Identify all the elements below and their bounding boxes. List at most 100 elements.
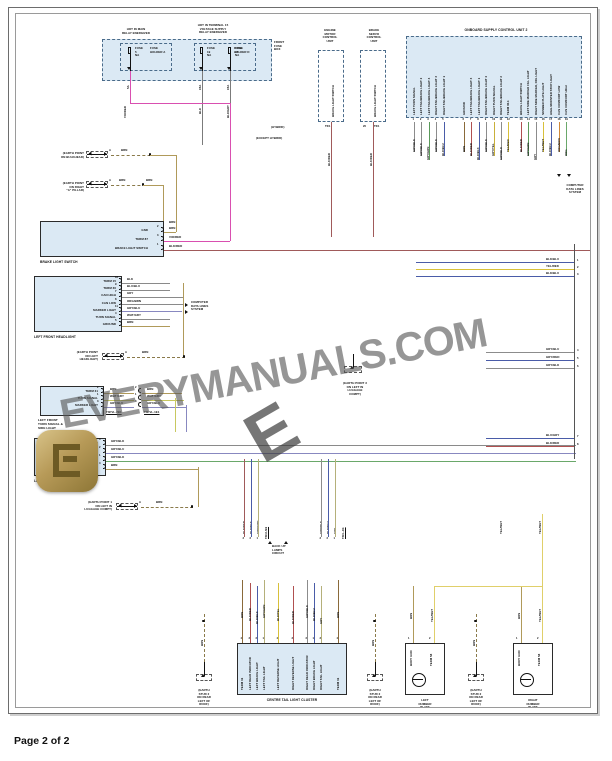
cu-pin-num-19: 19 bbox=[564, 118, 568, 121]
rec-wire-run-8 bbox=[486, 446, 574, 447]
mid-left-pin-1: 2 bbox=[249, 537, 252, 540]
cu-pin-wire-color-13: BLK/RED bbox=[518, 139, 523, 152]
cu-pin-label-8: LEFT TAIL/BRAKE LIGHT 1 bbox=[476, 77, 481, 115]
cu-pin-label-10: RIGHT TURN SIGNAL bbox=[491, 85, 496, 115]
left-front-turn-box bbox=[40, 386, 104, 416]
ltc-terminal-1 bbox=[103, 448, 106, 453]
fuse-holder-d bbox=[194, 43, 256, 71]
ctc-pin-wire-color-8: GRY bbox=[318, 617, 323, 624]
cu-pin-label-3: LEFT TAIL/BRAKE LIGHT 4 bbox=[426, 77, 431, 115]
earth-stud2-left-label: (EARTH STUD 2 ON REAR LEFT OF ROOF) bbox=[197, 688, 211, 707]
rec-wire-6: GRY/BLK bbox=[546, 363, 560, 367]
rec-wire-run-2 bbox=[416, 269, 574, 270]
cu-pin-wire-8 bbox=[478, 122, 480, 160]
lfh-wire-run-1 bbox=[122, 289, 170, 291]
fuse-19-wire-color: BLU bbox=[198, 108, 202, 114]
bls-row0-wire-run bbox=[164, 231, 176, 233]
cu-pin-wire-color-3: GRY/GRN bbox=[426, 146, 431, 160]
earth-stud2-centre-label: (EARTH STUD 2 ON REAR LEFT OF ROOF) bbox=[368, 688, 382, 707]
cu-pin-wire-12 bbox=[508, 122, 510, 152]
earth-stud2-left-wire-color: BRN bbox=[200, 639, 204, 646]
control-unit-title: ONBOARD SUPPLY CONTROL UNIT 2 bbox=[464, 28, 528, 32]
ctc-pin-wire-color-6: GRY/BLK bbox=[304, 605, 309, 618]
fuse-5-wire bbox=[129, 71, 131, 103]
earth-headlight-symbol bbox=[102, 353, 124, 360]
lfh-label-5: TURN SIGNAL bbox=[95, 315, 116, 319]
bls-row0-terminal bbox=[161, 227, 164, 232]
cu-pin-num-15: 15 bbox=[534, 118, 538, 121]
lft-pin2-0: 2 bbox=[135, 386, 137, 389]
left-np-wire1-color: YEL/WHT bbox=[430, 608, 434, 622]
except-hybrid-note: (EXCEPT HYBRID) bbox=[256, 136, 283, 140]
mid-left-rail-0 bbox=[244, 459, 245, 537]
right-edge-rail bbox=[573, 244, 575, 459]
lft-terminal-0 bbox=[101, 388, 104, 393]
cu-pin-num-11: 11 bbox=[499, 118, 503, 121]
left-tail-cluster-caption: LEFT TAIL LIGHT CLUSTER bbox=[34, 479, 79, 483]
ctc-pin-label-5: RIGHT REVERSE LIGHT bbox=[291, 656, 295, 690]
cu-pin-label-12: TERM 30.1 bbox=[506, 100, 511, 115]
earth-apillar-symbol bbox=[86, 181, 108, 188]
earth-bulkhead-bar bbox=[87, 154, 107, 156]
backup-lamps-arrow2-icon bbox=[284, 541, 288, 544]
ctc-pin-wire-1 bbox=[250, 583, 251, 643]
rec-pin-1: 1 bbox=[577, 259, 579, 262]
left-number-plate-light-box bbox=[405, 643, 445, 695]
cu-pin-wire-5 bbox=[443, 122, 445, 156]
ctc-pin-wire-7 bbox=[314, 583, 315, 643]
cu-pin-wire-11 bbox=[501, 122, 502, 160]
fuse-holder-a-label: FUSE HOLDER A bbox=[150, 46, 166, 54]
earth-luggage3-arrow-icon bbox=[350, 366, 355, 369]
lfh-wire-run-6 bbox=[122, 325, 170, 327]
cu-pin-wire-16 bbox=[543, 122, 544, 152]
mid-left-pin-2: 1 bbox=[256, 537, 259, 540]
right-np-wire0-color: BRN bbox=[517, 612, 521, 619]
cu-pin-wire-color-2: GRY/BLK bbox=[418, 143, 423, 156]
engine-motor-cu-wire-color: BLK/RED bbox=[327, 153, 331, 166]
ctc-pin-num-6: 2 bbox=[306, 637, 308, 640]
centre-tail-cluster-box bbox=[237, 643, 347, 695]
earth-apillar-pin: A bbox=[109, 179, 111, 182]
hybrid-note: (HYBRID) bbox=[271, 125, 285, 129]
cu-pin-wire-13 bbox=[521, 122, 522, 152]
left-front-turn-caption: LEFT FRONT TURN SIGNAL & SIDE LIGHT bbox=[38, 418, 63, 430]
lft-pin-2: 3 bbox=[97, 400, 99, 404]
lft-wire2-1: WHT/GRY bbox=[147, 394, 161, 399]
lfh-terminal-1 bbox=[119, 285, 122, 291]
lfh-terminal-0 bbox=[119, 278, 122, 283]
computer-data-lines-label: COMPUTER DATA LINES SYSTEM bbox=[566, 183, 584, 195]
rec-wire-1: BLK/BLU bbox=[546, 257, 560, 261]
fuse-19-stem bbox=[201, 54, 203, 71]
earth-bulkhead-down bbox=[175, 154, 177, 232]
bls-row1-wire-run bbox=[164, 240, 230, 242]
cu-pin-num-2: 2 bbox=[419, 118, 422, 121]
ctc-pin-num-8: 3 bbox=[320, 637, 322, 640]
junction-dot bbox=[149, 153, 152, 156]
bls-violet-riser bbox=[229, 103, 231, 241]
bls-row1-pin: 3 bbox=[157, 234, 159, 237]
lft-wire-run-1 bbox=[104, 399, 134, 401]
ltc-wire-run-1 bbox=[106, 452, 576, 454]
fuse-15-symbol bbox=[228, 47, 231, 54]
fuse-15-label: FUSE 15 NA bbox=[235, 46, 243, 58]
ctc-pin-label-1: LEFT REAR INDICATOR bbox=[248, 657, 252, 690]
rec-pin-4: 4 bbox=[577, 349, 579, 352]
lfh-pin-2: 7 bbox=[115, 290, 117, 294]
cu-pin-wire-color-1: GRY/BLK bbox=[411, 139, 416, 152]
ctc-pin-wire-color-7: BLU/BLU bbox=[311, 608, 316, 621]
cu-pin-wire-color-11: GRY/BLU bbox=[498, 147, 503, 160]
fuse-19-symbol bbox=[200, 47, 203, 54]
ctc-pin-wire-color-2: BLU/BLK bbox=[254, 611, 259, 624]
right-number-plate-light-box bbox=[513, 643, 553, 695]
cu-pin-wire-color-7: BLK/RED bbox=[468, 143, 473, 156]
ctc-pin-wire-2 bbox=[257, 586, 258, 643]
mid-left-pin-0: 3 bbox=[242, 537, 245, 540]
left-np-pin1-label: TERM 58 bbox=[429, 653, 433, 666]
engine-motor-cu-pin-label: BRAKE LIGHT SWITCH bbox=[331, 85, 335, 117]
ltc-wire-3: BRN bbox=[111, 463, 118, 467]
right-np-pin1-label: TERM 58 bbox=[537, 653, 541, 666]
ctc-pin-wire-3 bbox=[264, 580, 265, 643]
cu-pin-wire-2 bbox=[421, 122, 423, 156]
hot-in-main-label: HOT IN MAIN RELAY ENERGIZED bbox=[121, 27, 150, 35]
cu-pin-num-6: 6 bbox=[462, 118, 465, 121]
